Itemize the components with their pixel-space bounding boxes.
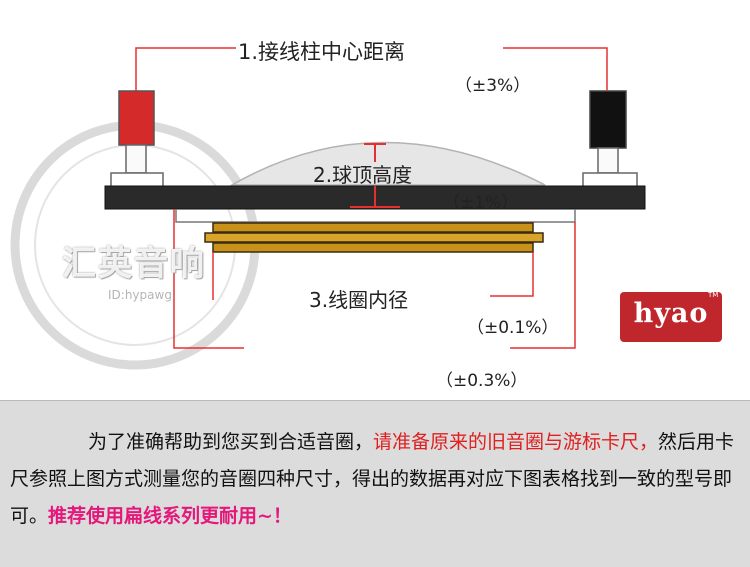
instruction-panel [0,400,750,567]
brand-logo: hyao TM [620,291,722,342]
right-terminal-stem [597,147,619,174]
left-terminal-stem [125,144,147,174]
dome-height-tolerance: （±1%） [443,193,519,213]
terminal-spacing-tolerance: （±3%） [455,76,531,96]
brand-logo-text: hyao [633,298,709,329]
dome-height-label: 2.球顶高度 [313,163,413,187]
coil-bottom-band [212,242,534,253]
coil-inner-tolerance: （±0.1%） [467,318,559,338]
right-terminal-cap [589,90,627,149]
left-terminal-base [110,172,164,188]
note-recommendation: 推荐使用扁线系列更耐用~！ [48,505,292,527]
watermark-id: ID:hypawg [108,288,172,302]
instruction-text: 为了准确帮助到您买到合适音圈，请准备原来的旧音圈与游标卡尺，然后用卡尺参照上图方… [10,424,740,535]
note-measure-steps: 然后用卡尺参照上图方式测量您的音圈四种尺寸，得出的数据再对应下图表格找到一致的型… [10,431,735,527]
coil-outer-tolerance: （±0.3%） [436,371,528,391]
dome-shape [229,141,546,186]
diagram-drawing [10,47,646,370]
coil-diameter-guides [173,209,576,349]
watermark-text: 汇英音响 [62,244,206,284]
diagram-area: 汇英音响 ID:hypawg 1.接线柱中心距离 （±3%） 2.球顶高度 （±… [10,40,722,391]
note-intro: 为了准确帮助到您买到合适音圈， [88,431,374,453]
right-terminal-base [582,172,638,188]
coil-middle-band [204,232,544,243]
trademark-mark: TM [708,291,719,299]
bobbin-outline [175,209,576,223]
coil-diameter-label: 3.线圈内径 [309,288,409,312]
note-prepare-tools: 请准备原来的旧音圈与游标卡尺， [373,431,659,453]
terminal-spacing-label: 1.接线柱中心距离 [238,40,406,64]
terminal-spacing-guides [135,47,608,91]
left-terminal-cap [118,90,155,146]
dome-height-marker [350,143,400,208]
coil-top-band [212,222,534,233]
